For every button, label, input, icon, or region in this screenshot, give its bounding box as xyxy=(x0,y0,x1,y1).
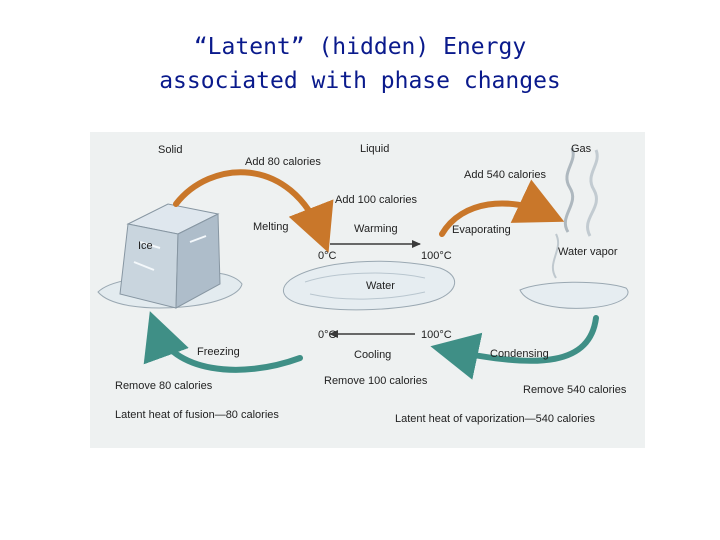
vapor-wisp-1 xyxy=(564,147,575,233)
evaporating-arrow xyxy=(439,179,565,237)
cool-energy-label: Remove 100 calories xyxy=(324,375,428,387)
freezing-label: Freezing xyxy=(197,346,240,358)
water-puddle-shape xyxy=(282,260,455,311)
condense-energy-label: Remove 540 calories xyxy=(523,384,627,396)
vapor-label: Water vapor xyxy=(558,246,618,258)
warm-energy-label: Add 100 calories xyxy=(335,194,417,206)
temp-high-bottom-label: 100°C xyxy=(421,329,452,341)
temp-low-bottom-label: 0°C xyxy=(318,329,337,341)
ice-cube-shape xyxy=(119,203,221,309)
melting-arrow xyxy=(173,169,334,253)
evaporating-label: Evaporating xyxy=(452,224,511,236)
warming-label: Warming xyxy=(354,223,398,235)
condensing-arrow xyxy=(430,315,599,380)
phase-label-liquid: Liquid xyxy=(360,143,390,155)
freeze-energy-label: Remove 80 calories xyxy=(115,380,213,392)
phase-label-gas: Gas xyxy=(571,143,592,155)
phase-label-solid: Solid xyxy=(158,144,183,156)
water-label: Water xyxy=(366,280,395,292)
melting-label: Melting xyxy=(253,221,289,233)
slide-title: “Latent” (hidden) Energy associated with… xyxy=(0,30,720,98)
evap-energy-label: Add 540 calories xyxy=(464,169,546,181)
vapor-wisp-2 xyxy=(586,149,599,237)
condensing-label: Condensing xyxy=(490,348,549,360)
title-line-1: “Latent” (hidden) Energy xyxy=(193,34,527,60)
vapor-puddle-shape xyxy=(519,281,629,309)
phase-change-diagram: Solid Liquid Gas Ice Water Water vapor A… xyxy=(90,132,645,448)
freezing-arrow xyxy=(143,311,303,373)
vapor-wisp-3 xyxy=(551,233,559,279)
temp-low-top-label: 0°C xyxy=(318,250,337,262)
title-line-2: associated with phase changes xyxy=(159,68,561,94)
ice-label: Ice xyxy=(138,240,153,252)
vaporization-footnote: Latent heat of vaporization—540 calories xyxy=(395,413,595,425)
temp-high-top-label: 100°C xyxy=(421,250,452,262)
diagram-graphics xyxy=(97,147,629,380)
cooling-label: Cooling xyxy=(354,349,392,361)
fusion-footnote: Latent heat of fusion—80 calories xyxy=(115,409,279,421)
melt-energy-label: Add 80 calories xyxy=(245,156,321,168)
